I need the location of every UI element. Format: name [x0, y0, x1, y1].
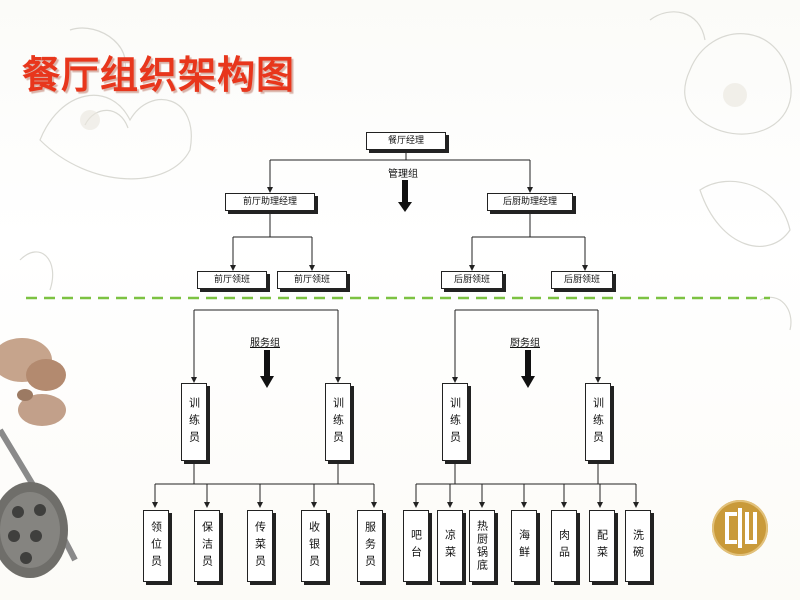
node-front-assistant-manager: 前厅助理经理	[225, 193, 315, 211]
label-management-group: 管理组	[388, 169, 418, 180]
node-kitchen-lead-1: 后厨领班	[441, 271, 503, 289]
logo-icon	[712, 500, 768, 556]
node-kitchen-assistant-manager: 后厨助理经理	[487, 193, 573, 211]
node-trainee-1: 训练员	[181, 383, 207, 461]
node-trainee-4: 训练员	[585, 383, 611, 461]
node-cleaner: 保洁员	[194, 510, 220, 582]
node-cashier: 收银员	[301, 510, 327, 582]
node-front-lead-2: 前厅领班	[277, 271, 347, 289]
node-trainee-2: 训练员	[325, 383, 351, 461]
node-restaurant-manager: 餐厅经理	[366, 132, 446, 150]
node-dishwashing: 洗碗	[625, 510, 651, 582]
node-kitchen-lead-2: 后厨领班	[551, 271, 613, 289]
node-side-dishes: 配菜	[589, 510, 615, 582]
node-cold-dishes: 凉菜	[437, 510, 463, 582]
node-trainee-3: 训练员	[442, 383, 468, 461]
node-seafood: 海鲜	[511, 510, 537, 582]
node-server: 服务员	[357, 510, 383, 582]
label-kitchen-group: 厨务组	[510, 338, 540, 349]
node-bar: 吧台	[403, 510, 429, 582]
label-service-group: 服务组	[250, 338, 280, 349]
node-host: 领位员	[143, 510, 169, 582]
node-runner: 传菜员	[247, 510, 273, 582]
node-front-lead-1: 前厅领班	[197, 271, 267, 289]
node-meat: 肉品	[551, 510, 577, 582]
slide-title: 餐厅组织架构图	[22, 53, 296, 97]
node-hot-kitchen: 热厨锅底	[469, 510, 495, 582]
